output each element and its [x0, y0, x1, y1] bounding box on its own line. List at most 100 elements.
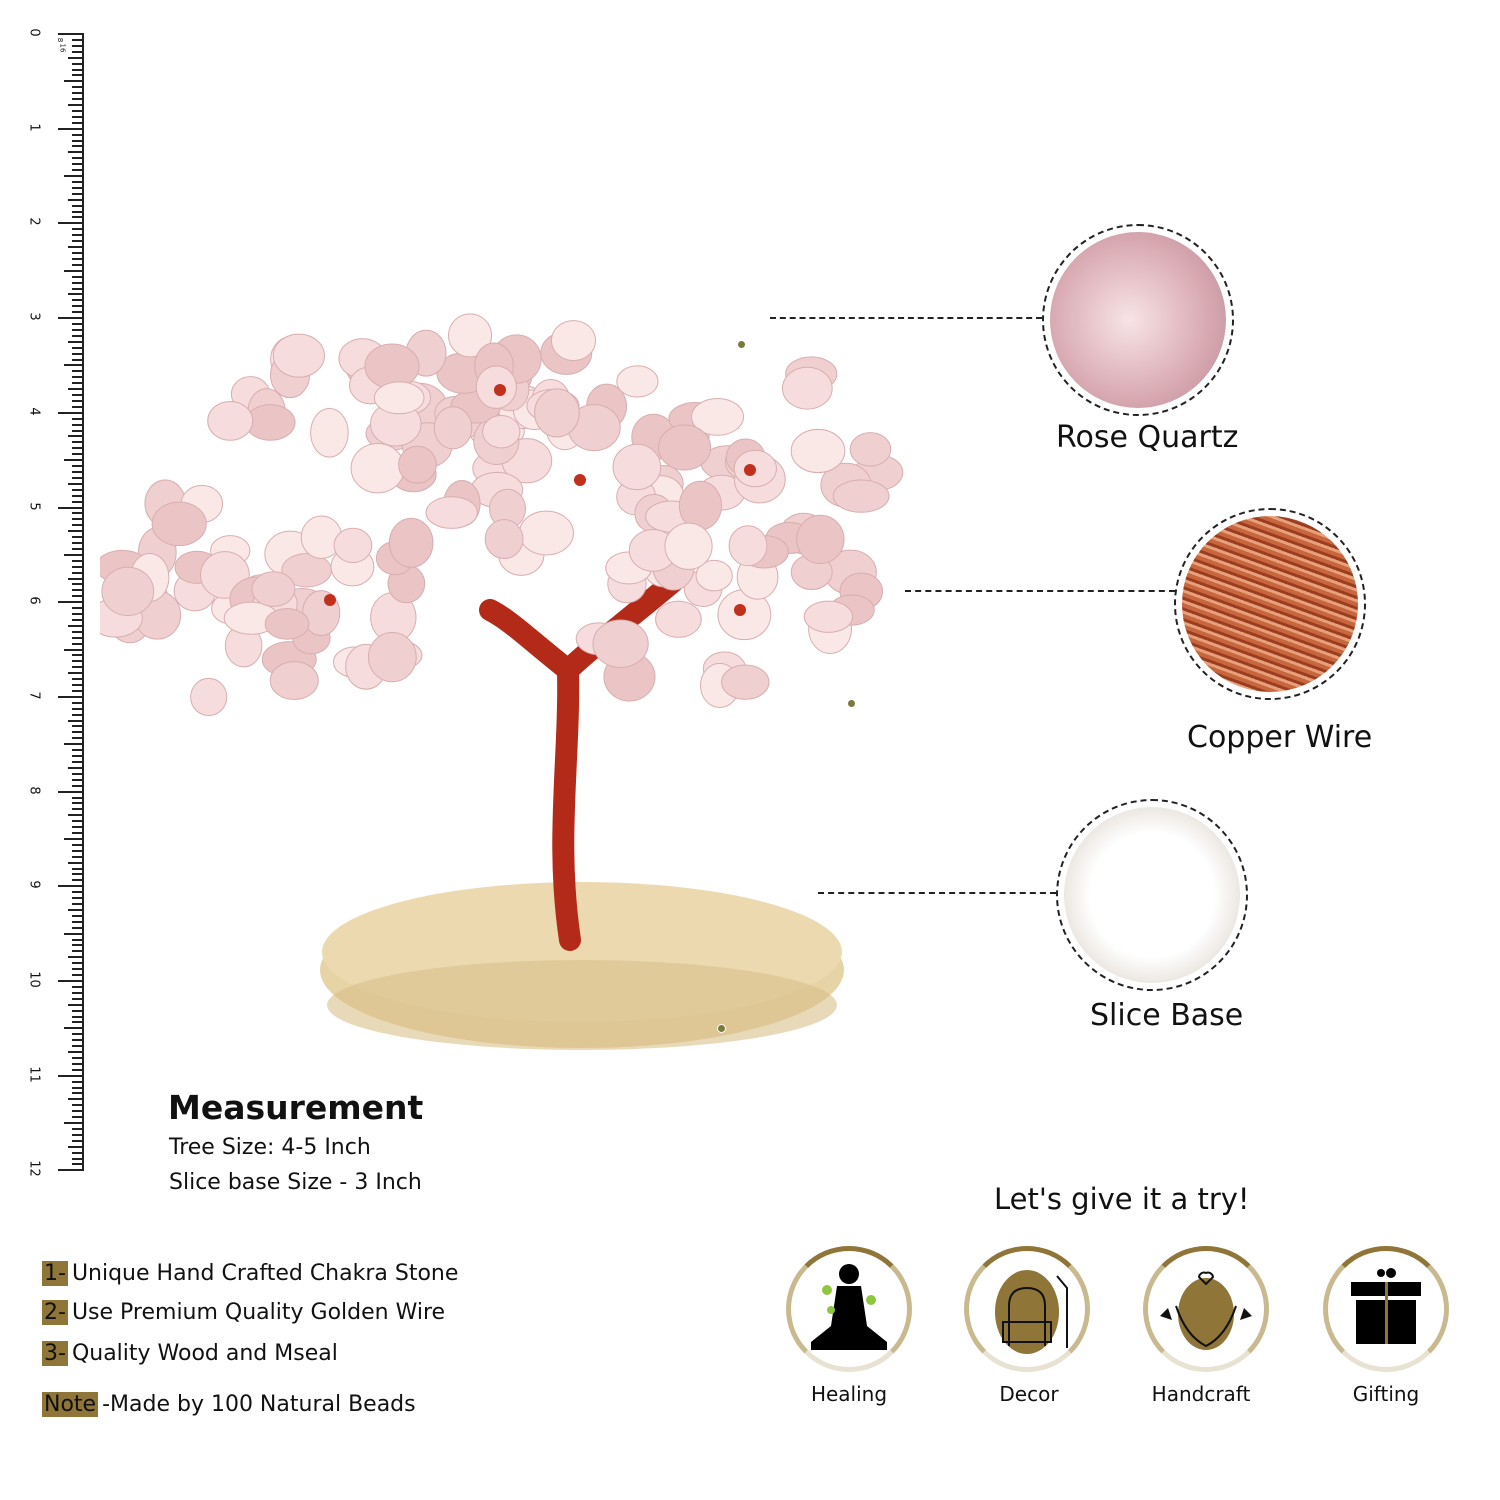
- ruler-tick: [72, 778, 84, 781]
- ruler-tick: [72, 394, 84, 397]
- ruler-tick: [68, 388, 84, 391]
- ruler-tick: [72, 50, 84, 53]
- quartz-stone: [425, 496, 478, 529]
- ruler-tick: [64, 269, 84, 272]
- ruler-tick: [72, 115, 84, 118]
- ruler-tick: [72, 370, 84, 373]
- copper-wire-swatch: [1174, 508, 1366, 700]
- ruler-tick: [72, 926, 84, 929]
- cta-heading: Let's give it a try!: [994, 1182, 1250, 1216]
- ruler-tick: [72, 843, 84, 846]
- rose-quartz-swatch: [1042, 224, 1234, 416]
- tree-size: Tree Size: 4-5 Inch: [169, 1135, 371, 1160]
- ruler-tick: [72, 1015, 84, 1018]
- ruler-tick: [72, 488, 84, 491]
- quartz-stone: [695, 559, 733, 592]
- note-label: Note: [42, 1392, 99, 1417]
- gift-icon: [1351, 1268, 1421, 1344]
- ruler-tick: [72, 1009, 84, 1012]
- ruler-tick: [72, 944, 84, 947]
- ruler-tick: [68, 151, 84, 154]
- ruler-tick: [72, 731, 84, 734]
- ruler-tick: [72, 891, 84, 894]
- ruler-number: 10: [26, 971, 42, 988]
- ruler-tick: [72, 920, 84, 923]
- ruler-tick: [72, 429, 84, 432]
- ruler-tick: [68, 530, 84, 533]
- ruler-tick: [72, 1056, 84, 1059]
- ruler-tick: [68, 104, 84, 107]
- wire-knot: [494, 384, 506, 396]
- ruler-tick: [72, 1080, 84, 1083]
- ruler-tick: [58, 601, 84, 604]
- ruler-tick: [72, 985, 84, 988]
- ruler-tick: [68, 624, 84, 627]
- quartz-stone: [849, 432, 892, 467]
- ruler-tick: [72, 204, 84, 207]
- ruler-tick: [72, 1104, 84, 1107]
- hands-heart-icon: [1160, 1271, 1252, 1350]
- ruler-tick: [72, 879, 84, 882]
- ruler-tick: [64, 1122, 84, 1125]
- ruler-tick: [72, 305, 84, 308]
- ruler-tick: [72, 234, 84, 237]
- feature-item: 1-Unique Hand Crafted Chakra Stone: [42, 1261, 458, 1286]
- feature-number: 2-: [42, 1300, 68, 1325]
- ruler-tick: [72, 684, 84, 687]
- ruler-tick: [72, 74, 84, 77]
- ruler-tick: [64, 175, 84, 178]
- quartz-stone: [664, 522, 713, 570]
- ruler-tick: [68, 908, 84, 911]
- ruler-tick: [72, 962, 84, 965]
- ruler-tick: [72, 399, 84, 402]
- ruler-tick: [72, 494, 84, 497]
- quartz-stone: [367, 631, 417, 683]
- quartz-stone: [796, 514, 845, 565]
- ruler-tick: [72, 589, 84, 592]
- ruler-tick: [72, 583, 84, 586]
- quartz-stone: [721, 664, 770, 700]
- quartz-stone: [251, 571, 296, 607]
- wire-knot: [744, 464, 756, 476]
- ruler-tick: [72, 86, 84, 89]
- quartz-stone: [190, 677, 228, 717]
- ruler-tick: [72, 1039, 84, 1042]
- ruler-tick: [72, 133, 84, 136]
- ruler-tick: [72, 299, 84, 302]
- ruler-tick: [72, 755, 84, 758]
- ruler-tick: [72, 802, 84, 805]
- ruler-tick: [72, 808, 84, 811]
- callout-dot: [737, 340, 746, 349]
- quartz-stone: [482, 414, 521, 449]
- ruler-tick: [72, 169, 84, 172]
- callout-line: [905, 590, 1175, 592]
- ruler-tick: [72, 1139, 84, 1142]
- base-size: Slice base Size - 3 Inch: [169, 1170, 422, 1195]
- quartz-stone: [728, 525, 768, 567]
- ruler-tick: [72, 613, 84, 616]
- badge-healing: [786, 1246, 912, 1372]
- ruler-tick: [72, 92, 84, 95]
- ruler-tick: [72, 826, 84, 829]
- ruler-number: 4: [26, 407, 42, 416]
- badge-label: Gifting: [1352, 1382, 1420, 1406]
- ruler-tick: [72, 121, 84, 124]
- ruler-tick: [72, 346, 84, 349]
- ruler-tick: [72, 642, 84, 645]
- ruler-tick: [72, 761, 84, 763]
- ruler-tick: [72, 157, 84, 160]
- product-tree-image: [100, 313, 904, 1050]
- quartz-stone: [101, 566, 155, 617]
- ruler-tick: [72, 1110, 84, 1113]
- ruler-tick: [72, 465, 84, 468]
- quartz-stone: [616, 365, 659, 398]
- quartz-stone: [364, 343, 420, 389]
- ruler-number: 12: [26, 1160, 42, 1178]
- ruler-tick: [68, 1145, 84, 1148]
- quartz-stone: [534, 388, 580, 438]
- ruler-tick: [72, 38, 84, 41]
- ruler-tick: [72, 784, 84, 787]
- ruler-tick: [72, 1086, 84, 1089]
- quartz-stone: [655, 600, 702, 638]
- ruler-tick: [64, 1027, 84, 1030]
